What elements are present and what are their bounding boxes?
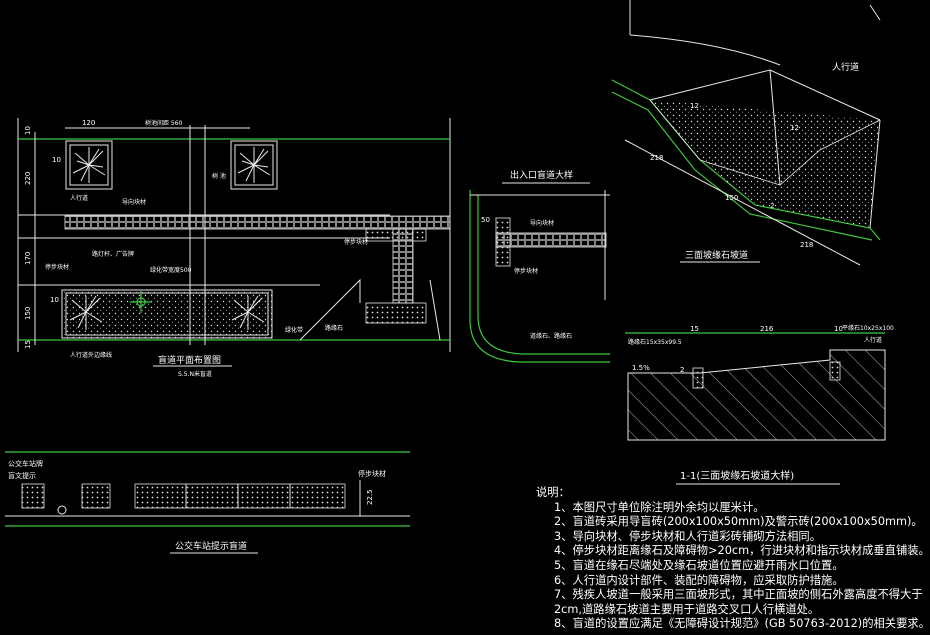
section-label-left: 路缘石15x35x99.5 xyxy=(628,338,682,346)
bus-stop-view: 22.5 公交车站牌 盲文提示 停步块材 公交车站提示盲道 xyxy=(5,451,410,554)
note-line: 6、人行道内设计部件、装配的障碍物，应采取防护措施。 xyxy=(554,573,844,587)
bus-label-stop: 公交车站牌 xyxy=(8,459,43,468)
plan-dim-top-1: 120 xyxy=(82,119,95,127)
plan-label-curb: 路缘石 xyxy=(325,324,343,332)
note-line: 8、盲道的设置应满足《无障碍设计规范》(GB 50763-2012)的相关要求。 xyxy=(554,617,930,631)
tree-pit-2 xyxy=(230,140,278,190)
green-belt xyxy=(61,289,273,339)
entrance-title: 出入口盲道大样 xyxy=(510,169,573,181)
entrance-dim: 50 xyxy=(481,216,490,224)
plan-dim-left-3: 170 xyxy=(24,252,32,265)
note-line: 3、导向块材、停步块材和人行道彩砖铺砌方法相同。 xyxy=(554,529,822,543)
plan-dim-left-4: 150 xyxy=(24,307,32,320)
section-slope2: 2 xyxy=(680,366,684,374)
plan-label-pole: 路灯杆、广告牌 xyxy=(92,250,134,258)
bus-label-brick: 停步块材 xyxy=(358,469,386,478)
plan-label-green-width: 绿化带宽度500 xyxy=(150,266,192,274)
ramp-dim-6: 2 xyxy=(770,202,774,210)
note-line: 1、本图尺寸单位除注明外余均以厘米计。 xyxy=(554,500,765,514)
plan-label-stop: 停步块材 xyxy=(344,238,368,246)
note-line: 2cm,道路缘石坡道主要用于道路交叉口人行横道处。 xyxy=(554,602,820,616)
ramp-dim-1: 218 xyxy=(650,154,663,162)
plan-dim-top-2: 树池间距 560 xyxy=(145,119,183,127)
plan-dim-left-5: 15 xyxy=(24,340,32,349)
ramp-dim-4: 12 xyxy=(690,102,699,110)
section-slope: 1.5% xyxy=(632,364,650,372)
plan-label-pit: 10 xyxy=(52,156,61,164)
section-label-right: 平缘石10x25x100 xyxy=(842,324,894,332)
bus-dim: 22.5 xyxy=(366,489,374,505)
section-label-walk: 人行道 xyxy=(864,336,882,344)
ramp-label-sidewalk: 人行道 xyxy=(832,61,859,73)
section-dim-3: 10 xyxy=(834,325,843,333)
plan-label-edge: 人行道外边缘线 xyxy=(70,351,112,359)
plan-label-pit2: 10 xyxy=(50,296,59,304)
ramp-dim-3: 218 xyxy=(800,241,813,249)
note-line: 4、停步块材距离缘石及障碍物>20cm，行进块材和指示块材成垂直铺装。 xyxy=(554,544,930,558)
plan-label-tree: 树 池 xyxy=(212,172,226,180)
plan-label-sidewalk: 人行道 xyxy=(70,194,88,202)
plan-label-green: 绿化带 xyxy=(285,326,303,334)
note-line: 2、盲道砖采用导盲砖(200x100x50mm)及警示砖(200x100x50m… xyxy=(554,515,923,529)
ramp-title: 三面坡缘石坡道 xyxy=(685,249,748,261)
tree-pit-1 xyxy=(65,140,113,190)
plan-dim-left-2: 220 xyxy=(24,172,32,185)
note-line: 说明： xyxy=(536,486,570,499)
guide-brick-strip xyxy=(64,215,451,230)
section-detail: 15 216 10 1.5% 2 路缘石15x35x99.5 平缘石10x25x… xyxy=(625,324,894,485)
note-line: 7、残疾人坡道一般采用三面坡形式，其中正面坡的侧石外露高度不得大于 xyxy=(554,588,923,602)
section-dim-2: 216 xyxy=(760,325,774,333)
cad-drawing: 10 220 170 150 15 120 树池间距 560 10 人行道 树 … xyxy=(5,0,894,554)
ramp-dim-5: 12 xyxy=(790,124,799,132)
entrance-guide: 导向块材 xyxy=(530,219,554,227)
bus-label-hint: 盲文提示 xyxy=(8,471,36,480)
entrance-curb: 道缘石、路缘石 xyxy=(530,332,572,340)
entrance-detail: 出入口盲道大样 50 导向块材 停步块材 道缘石、路缘石 xyxy=(469,169,610,363)
note-line: 5、盲道在缘石尽端处及缘石坡道位置应避开雨水口位置。 xyxy=(554,558,844,572)
bus-title: 公交车站提示盲道 xyxy=(175,540,247,552)
plan-label-stop2: 停步块材 xyxy=(45,263,69,271)
entrance-stop: 停步块材 xyxy=(514,267,538,275)
design-notes: 说明： 1、本图尺寸单位除注明外余均以厘米计。 2、盲道砖采用导盲砖(200x1… xyxy=(536,486,930,632)
plan-dim-left-1: 10 xyxy=(24,126,32,135)
ramp-dim-2: 150 xyxy=(725,194,738,202)
plan-title: 盲道平面布置图 xyxy=(158,354,221,366)
plan-scale: S.5.N米盲道 xyxy=(178,370,212,378)
section-title: 1-1(三面坡缘石坡道大样) xyxy=(680,469,794,482)
ramp-3d-view: 人行道 218 150 218 12 12 2 三面坡缘石坡道 xyxy=(611,0,881,266)
plan-view: 10 220 170 150 15 120 树池间距 560 10 人行道 树 … xyxy=(17,118,451,378)
plan-label-guide: 导向块材 xyxy=(122,198,146,206)
section-dim-1: 15 xyxy=(690,325,699,333)
